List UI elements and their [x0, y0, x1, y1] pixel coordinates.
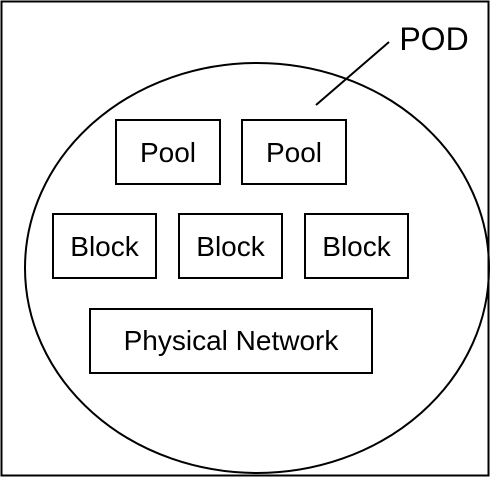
pod-label: POD — [399, 21, 468, 57]
block-box-1: Block — [52, 213, 157, 279]
pool-box-2-label: Pool — [266, 137, 322, 168]
block-box-2-frame — [178, 213, 283, 279]
block-box-2: Block — [178, 213, 283, 279]
physical-network-label: Physical Network — [124, 325, 340, 356]
pod-callout-line — [315, 41, 390, 106]
block-box-3: Block — [304, 213, 409, 279]
physical-network-box-frame — [89, 308, 373, 374]
block-box-1-label: Block — [70, 231, 139, 262]
physical-network-box: Physical Network — [89, 308, 373, 374]
pool-box-1: Pool — [115, 119, 221, 185]
block-box-3-frame — [304, 213, 409, 279]
pool-box-2: Pool — [241, 119, 347, 185]
block-box-3-label: Block — [322, 231, 391, 262]
block-box-1-frame — [52, 213, 157, 279]
block-box-2-label: Block — [196, 231, 265, 262]
pool-box-1-frame — [115, 119, 221, 185]
pool-box-2-frame — [241, 119, 347, 185]
pool-box-1-label: Pool — [140, 137, 196, 168]
pod-boundary-circle — [24, 62, 490, 474]
